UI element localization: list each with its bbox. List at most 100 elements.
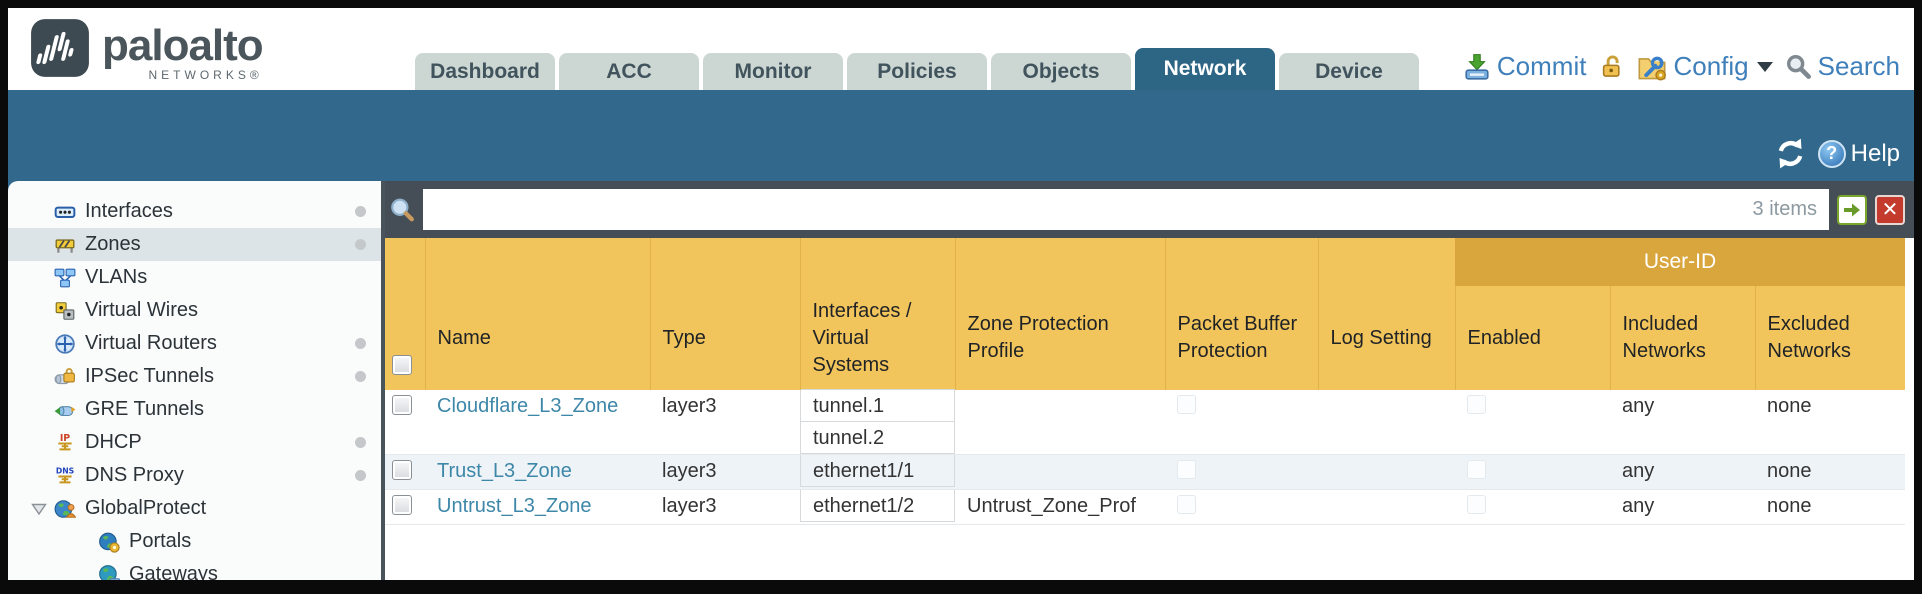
- lock-icon[interactable]: [1598, 53, 1625, 80]
- vlans-icon: [54, 267, 76, 289]
- col-header-interfaces[interactable]: Interfaces / Virtual Systems: [800, 238, 956, 390]
- help-icon: ?: [1817, 139, 1846, 168]
- tab-device[interactable]: Device: [1279, 53, 1419, 90]
- sidebar-item-label: Portals: [129, 530, 192, 552]
- row-checkbox[interactable]: [392, 460, 412, 480]
- zone-name-link[interactable]: Untrust_L3_Zone: [437, 495, 592, 517]
- enabled-checkbox[interactable]: [1467, 395, 1486, 414]
- cell-excluded-networks: none: [1755, 390, 1905, 455]
- col-header-zone-protection-profile[interactable]: Zone Protection Profile: [955, 238, 1166, 390]
- zones-pane: 3 items ✕ User-ID: [385, 181, 1914, 580]
- caret-down-icon: [1756, 61, 1773, 72]
- tab-network[interactable]: Network: [1135, 48, 1275, 90]
- commit-button[interactable]: Commit: [1463, 51, 1586, 82]
- filter-bar: 3 items ✕: [385, 181, 1914, 238]
- search-button[interactable]: Search: [1785, 51, 1900, 82]
- commit-icon: [1465, 53, 1489, 80]
- search-label: Search: [1817, 51, 1900, 81]
- gateways-icon: [98, 564, 120, 580]
- col-header-select: [385, 238, 426, 390]
- cell-packet-buffer-protection: [1165, 390, 1318, 455]
- tab-objects[interactable]: Objects: [991, 53, 1131, 90]
- cell-included-networks: any: [1610, 454, 1755, 490]
- config-button[interactable]: Config: [1637, 51, 1773, 82]
- sidebar-divider[interactable]: [381, 181, 385, 580]
- cell-enabled: [1455, 390, 1610, 455]
- cell-type: layer3: [650, 390, 800, 455]
- packet-buffer-checkbox[interactable]: [1177, 395, 1196, 414]
- zone-name-link[interactable]: Trust_L3_Zone: [437, 460, 572, 482]
- search-icon: [1786, 55, 1811, 79]
- virtual-wires-icon: [54, 300, 76, 322]
- sidebar-item-ipsec-tunnels[interactable]: IPSec Tunnels: [8, 360, 381, 393]
- sidebar-item-label: GRE Tunnels: [85, 398, 204, 420]
- sidebar-item-label: GlobalProtect: [85, 497, 207, 519]
- sidebar-item-virtual-wires[interactable]: Virtual Wires: [8, 294, 381, 327]
- cell-zone-protection-profile: Untrust_Zone_Prof: [955, 489, 1165, 525]
- globalprotect-icon: [54, 498, 76, 520]
- items-count: 3 items: [1752, 198, 1817, 220]
- interface-cell: ethernet1/2: [800, 489, 955, 522]
- zone-name-link[interactable]: Cloudflare_L3_Zone: [437, 395, 619, 417]
- status-dot: [355, 371, 366, 382]
- col-header-log-setting[interactable]: Log Setting: [1318, 238, 1456, 390]
- cell-included-networks: any: [1610, 390, 1755, 455]
- interface-cell: tunnel.1: [800, 389, 955, 422]
- select-all-checkbox[interactable]: [392, 355, 412, 375]
- refresh-icon[interactable]: [1775, 138, 1806, 169]
- packet-buffer-checkbox[interactable]: [1177, 495, 1196, 514]
- sidebar-item-interfaces[interactable]: Interfaces: [8, 195, 381, 228]
- sidebar-item-virtual-routers[interactable]: Virtual Routers: [8, 327, 381, 360]
- paloalto-logo-icon: [31, 19, 89, 77]
- apply-filter-button[interactable]: [1837, 194, 1867, 225]
- top-actions: Commit Config: [1463, 51, 1900, 82]
- tab-acc[interactable]: ACC: [559, 53, 699, 90]
- logo-sub-text: NETWORKS®: [148, 68, 263, 82]
- packet-buffer-checkbox[interactable]: [1177, 460, 1196, 479]
- sidebar-item-portals[interactable]: Portals: [8, 525, 381, 558]
- sidebar-item-label: Virtual Routers: [85, 332, 217, 354]
- teal-band: ? Help: [8, 90, 1914, 181]
- tab-dashboard[interactable]: Dashboard: [415, 53, 555, 90]
- cell-interfaces: ethernet1/1: [800, 454, 955, 490]
- svg-text:DNS: DNS: [56, 466, 74, 475]
- sidebar-item-gateways[interactable]: Gateways: [8, 558, 381, 580]
- clear-filter-button[interactable]: ✕: [1875, 194, 1905, 225]
- sidebar-item-vlans[interactable]: VLANs: [8, 261, 381, 294]
- sidebar-item-gre-tunnels[interactable]: GRE Tunnels: [8, 393, 381, 426]
- filter-input-wrap: 3 items: [423, 189, 1829, 230]
- zones-icon: [54, 234, 76, 256]
- col-header-packet-buffer-protection[interactable]: Packet Buffer Protection: [1165, 238, 1319, 390]
- expander-icon[interactable]: [30, 500, 48, 518]
- filter-search-icon: [391, 198, 414, 221]
- enabled-checkbox[interactable]: [1467, 460, 1486, 479]
- cell-included-networks: any: [1610, 489, 1755, 525]
- cell-log-setting: [1318, 390, 1455, 455]
- help-label: Help: [1850, 139, 1900, 167]
- svg-text:IP: IP: [60, 432, 70, 443]
- col-header-name[interactable]: Name: [425, 238, 651, 390]
- portals-icon: [98, 531, 120, 553]
- sidebar-item-globalprotect[interactable]: GlobalProtect: [8, 492, 381, 525]
- tab-monitor[interactable]: Monitor: [703, 53, 843, 90]
- sidebar-item-label: Virtual Wires: [85, 299, 198, 321]
- tab-policies[interactable]: Policies: [847, 53, 987, 90]
- sidebar-item-zones[interactable]: Zones: [8, 228, 381, 261]
- enabled-checkbox[interactable]: [1467, 495, 1486, 514]
- cell-zone-protection-profile: [955, 454, 1165, 490]
- col-header-type[interactable]: Type: [650, 238, 801, 390]
- dhcp-icon: IP: [54, 432, 76, 454]
- cell-type: layer3: [650, 454, 800, 490]
- help-button[interactable]: ? Help: [1817, 139, 1900, 168]
- row-checkbox[interactable]: [392, 395, 412, 415]
- row-checkbox[interactable]: [392, 495, 412, 515]
- gre-tunnels-icon: [54, 399, 76, 421]
- filter-input[interactable]: [423, 189, 1753, 230]
